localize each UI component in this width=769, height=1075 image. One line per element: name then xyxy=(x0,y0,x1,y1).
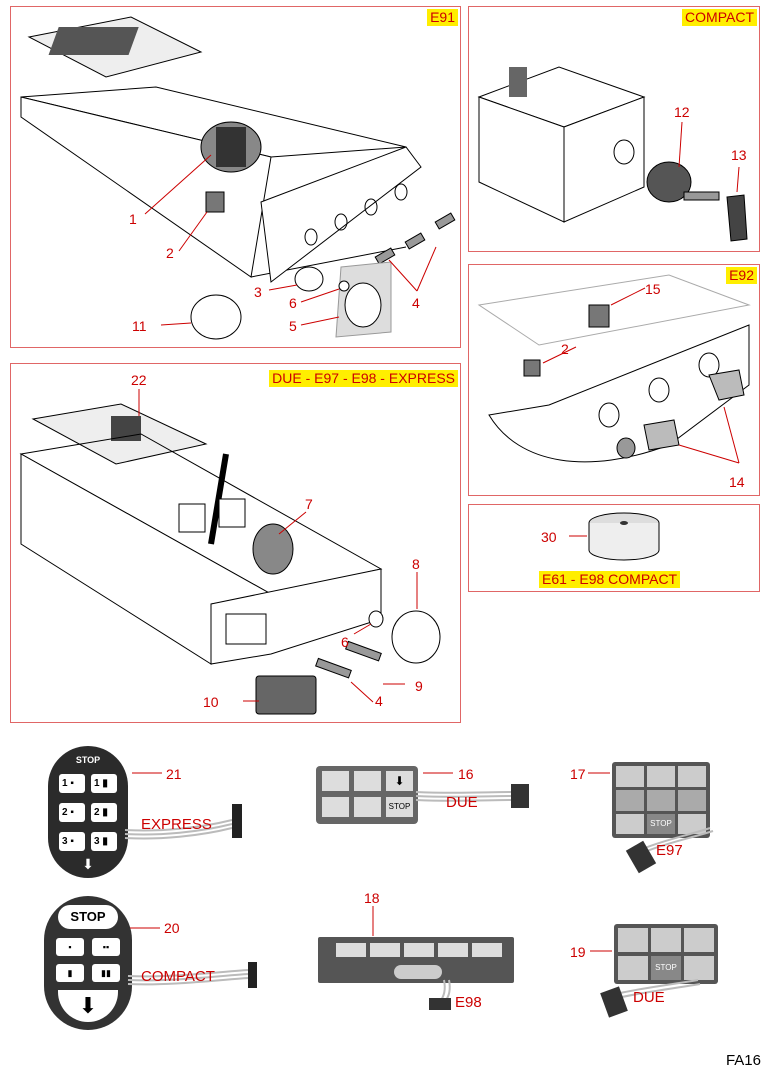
leader-21 xyxy=(132,772,162,774)
panel-tag: DUE - E97 - E98 - EXPRESS xyxy=(269,370,458,387)
cup-icon: ▮ xyxy=(56,964,84,982)
callout-13: 13 xyxy=(731,147,747,163)
panel-compact: COMPACT 12 13 xyxy=(468,6,760,252)
key-1b: 1 ▮ xyxy=(91,774,117,793)
callout-16: 16 xyxy=(458,766,474,782)
compact-ribbon xyxy=(127,962,257,988)
callout-2b: 2 xyxy=(561,341,569,357)
e92-drawing xyxy=(477,274,751,464)
keypad-express-label: EXPRESS xyxy=(141,816,212,833)
panel-tag: COMPACT xyxy=(682,9,757,26)
panel-e92: E92 15 2 14 xyxy=(468,264,760,496)
key-2b: 2 ▮ xyxy=(91,803,117,822)
callout-1: 1 xyxy=(129,211,137,227)
leader-16 xyxy=(423,772,453,774)
callout-5: 5 xyxy=(289,318,297,334)
keypad-compact-label: COMPACT xyxy=(141,968,215,985)
due-group-drawing xyxy=(19,389,441,715)
keypad-e98 xyxy=(318,937,514,983)
stop-key: STOP xyxy=(58,905,118,929)
leader-19 xyxy=(590,950,612,952)
panel-due-group: DUE - E97 - E98 - EXPRESS xyxy=(10,363,461,723)
keypad-express: STOP 1 ▪ 1 ▮ 2 ▪ 2 ▮ 3 ▪ 3 ▮ ⬇ xyxy=(48,746,128,878)
key-1a: 1 ▪ xyxy=(59,774,85,793)
callout-6b: 6 xyxy=(341,634,349,650)
callout-4: 4 xyxy=(412,295,420,311)
callout-6: 6 xyxy=(289,295,297,311)
due-ribbon xyxy=(415,784,529,808)
stop-key: STOP xyxy=(647,814,675,834)
panel-tag: E61 - E98 COMPACT xyxy=(539,571,681,588)
keypad-compact: STOP ▪ ▪▪ ▮ ▮▮ ⬇ xyxy=(44,896,132,1030)
callout-30: 30 xyxy=(541,529,557,545)
e98-ribbon xyxy=(429,979,451,1010)
figure-ref: FA16 xyxy=(725,1052,761,1069)
callout-20: 20 xyxy=(164,920,180,936)
callout-17: 17 xyxy=(570,766,586,782)
arrow-down-icon: ⬇ xyxy=(386,771,413,791)
due2-ribbon xyxy=(600,979,701,1018)
callout-14: 14 xyxy=(729,474,745,490)
cup-icon: ▪ xyxy=(56,938,84,956)
key-3a: 3 ▪ xyxy=(59,832,85,851)
keypad-e97: STOP xyxy=(612,762,710,838)
callout-11: 11 xyxy=(132,318,147,334)
callout-7: 7 xyxy=(305,496,313,512)
e91-drawing xyxy=(20,16,456,340)
callout-4b: 4 xyxy=(375,693,383,709)
key-2a: 2 ▪ xyxy=(59,803,85,822)
panel-e91: E91 xyxy=(10,6,461,348)
arrow-down-icon: ⬇ xyxy=(82,856,94,872)
callout-12: 12 xyxy=(674,104,690,120)
keypad-due-label: DUE xyxy=(446,794,478,811)
callout-19: 19 xyxy=(570,944,586,960)
leader-18 xyxy=(372,906,374,936)
leader-20 xyxy=(130,927,160,929)
callout-3: 3 xyxy=(254,284,262,300)
keypad-e97-label: E97 xyxy=(656,842,683,859)
callout-15: 15 xyxy=(645,281,661,297)
stop-label: STOP xyxy=(75,755,101,765)
cup-icon: ▪▪ xyxy=(92,938,120,956)
panel-tag: E92 xyxy=(726,267,757,284)
callout-9: 9 xyxy=(415,678,423,694)
callout-21: 21 xyxy=(166,766,182,782)
callout-2: 2 xyxy=(166,245,174,261)
panel-e61: 30 E61 - E98 COMPACT xyxy=(468,504,760,592)
callout-22: 22 xyxy=(131,372,147,388)
keypad-due2: STOP xyxy=(614,924,718,984)
callout-10: 10 xyxy=(203,694,219,710)
cup-icon: ▮▮ xyxy=(92,964,120,982)
stop-key: STOP xyxy=(386,797,413,817)
leader-17 xyxy=(588,772,610,774)
callout-8: 8 xyxy=(412,556,420,572)
keypad-e98-label: E98 xyxy=(455,994,482,1011)
callout-18: 18 xyxy=(364,890,380,906)
arrow-down-icon: ⬇ xyxy=(58,990,118,1022)
key-3b: 3 ▮ xyxy=(91,832,117,851)
keypad-due: ⬇ STOP xyxy=(316,766,418,824)
panel-tag: E91 xyxy=(427,9,458,26)
compact-drawing xyxy=(477,66,748,242)
express-ribbon xyxy=(124,804,242,840)
keypad-due2-label: DUE xyxy=(633,989,665,1006)
stop-key: STOP xyxy=(651,956,681,980)
e97-ribbon xyxy=(625,827,714,874)
e61-drawing xyxy=(569,512,660,561)
